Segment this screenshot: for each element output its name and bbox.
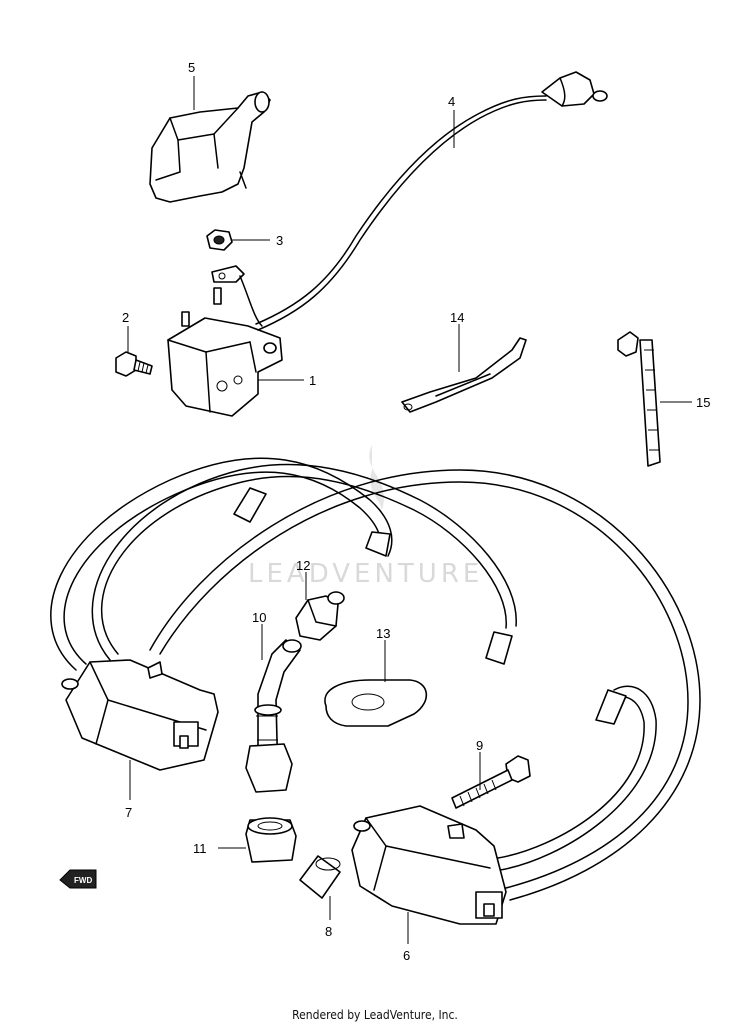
cushion-drawing (324, 679, 428, 727)
callout-14: 14 (450, 310, 464, 325)
grommet-drawing (295, 591, 345, 641)
plug-cap-drawing (245, 639, 302, 793)
nut-drawing (206, 229, 233, 251)
lead-wire-drawing (255, 71, 608, 331)
callout-6: 6 (403, 948, 410, 963)
callout-4: 4 (448, 94, 455, 109)
callout-2: 2 (122, 310, 129, 325)
callout-8: 8 (325, 924, 332, 939)
callout-11: 11 (193, 841, 207, 856)
cap-seal-drawing (245, 817, 297, 863)
callout-13: 13 (376, 626, 390, 641)
cable-tie-drawing (617, 331, 661, 467)
starter-relay-drawing (167, 265, 283, 417)
callout-10: 10 (252, 610, 266, 625)
spacer-drawing (299, 855, 341, 899)
coil-bolt-drawing (451, 755, 531, 809)
watermark-text: LEADVENTURE (248, 559, 483, 589)
render-credit: Rendered by LeadVenture, Inc. (292, 1008, 458, 1022)
ignition-lead-loops (50, 457, 701, 901)
callout-1: 1 (309, 373, 316, 388)
relay-bolt-drawing (115, 351, 153, 377)
ignition-coil-right-drawing (351, 805, 507, 925)
callout-15: 15 (696, 395, 710, 410)
ignition-coil-left-drawing (61, 659, 219, 771)
callouts: 5 4 3 2 1 14 15 12 10 13 9 7 11 8 6 (122, 60, 710, 963)
callout-7: 7 (125, 805, 132, 820)
callout-3: 3 (276, 233, 283, 248)
fwd-label: FWD (74, 876, 92, 885)
callout-12: 12 (296, 558, 310, 573)
clamp-drawing (401, 337, 527, 413)
callout-9: 9 (476, 738, 483, 753)
relay-cover-drawing (149, 91, 271, 203)
fwd-marker: FWD (59, 869, 97, 889)
watermark: LEADVENTURE (248, 445, 483, 589)
callout-5: 5 (188, 60, 195, 75)
